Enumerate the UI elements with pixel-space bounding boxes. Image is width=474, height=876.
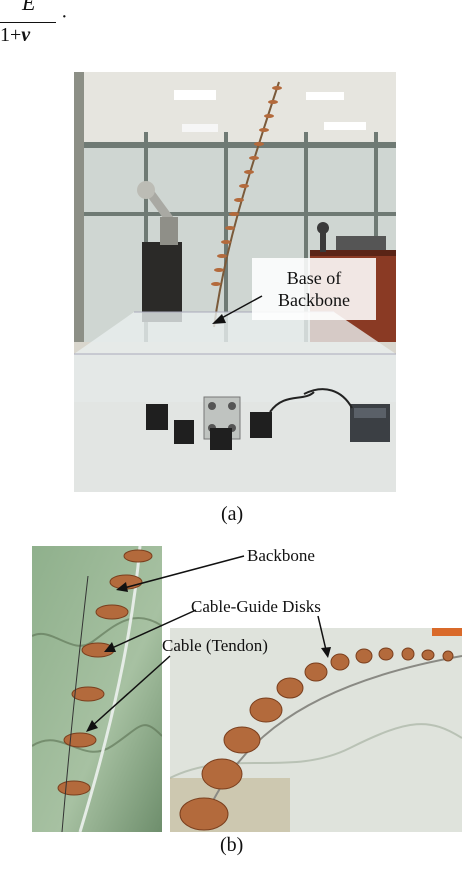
figure-b-left-scene xyxy=(32,546,162,832)
figure-b-left-photo xyxy=(32,546,162,832)
label-cable-tendon: Cable (Tendon) xyxy=(162,636,268,655)
arrow-backbone xyxy=(123,555,245,589)
base-label-line2: Backbone xyxy=(278,290,350,310)
formula-trailing-dot: · xyxy=(61,6,68,28)
formula-numerator: E xyxy=(22,0,36,15)
arrow-guide-disks xyxy=(111,609,197,649)
caption-a: (a) xyxy=(221,503,244,525)
fraction-bar xyxy=(0,22,56,23)
base-of-backbone-label: Base of Backbone xyxy=(252,258,376,320)
caption-b: (b) xyxy=(220,834,244,856)
denominator-symbol: ν xyxy=(21,24,31,46)
base-arrow xyxy=(212,295,263,324)
formula-denominator: 1+ν xyxy=(0,24,30,47)
figure-a-photo xyxy=(74,72,396,492)
arrow-cable xyxy=(91,655,171,727)
figure-b-right-scene xyxy=(170,628,462,832)
base-label-line1: Base of xyxy=(286,268,342,288)
figure-a-scene xyxy=(74,72,396,492)
denominator-prefix: 1+ xyxy=(0,24,22,46)
label-cable-guide-disks: Cable-Guide Disks xyxy=(191,597,321,616)
figure-b-right-photo xyxy=(170,628,462,832)
formula-fraction: E 1+ν · xyxy=(0,0,70,50)
label-backbone: Backbone xyxy=(247,546,315,565)
arrow-guide-disks-right xyxy=(317,615,327,651)
